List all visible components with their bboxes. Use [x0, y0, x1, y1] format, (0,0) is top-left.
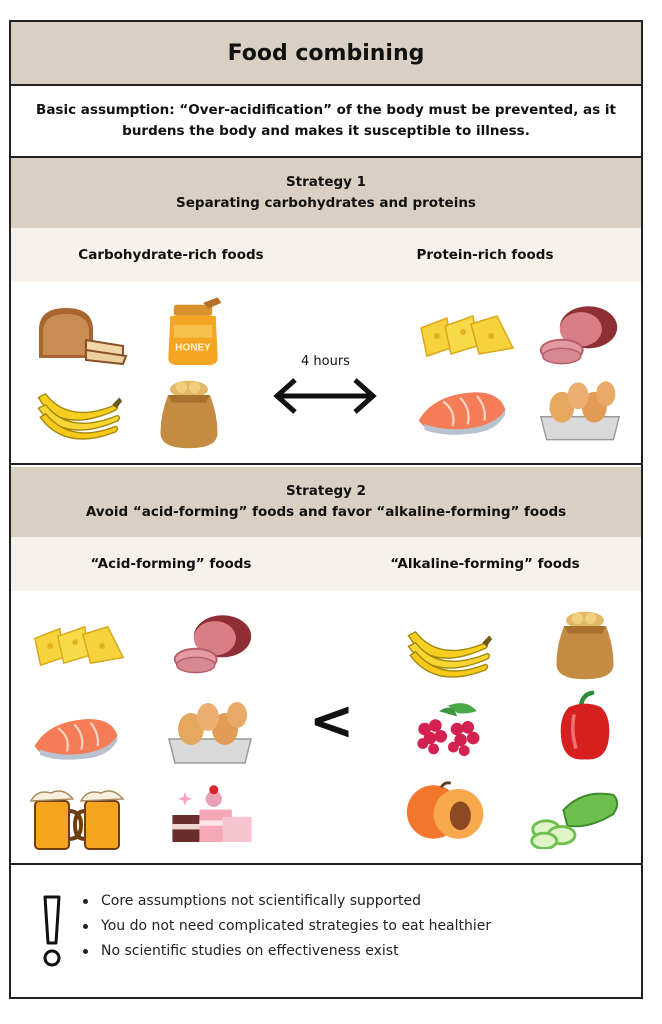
ham-icon [169, 609, 255, 677]
notes-list: Core assumptions not scientifically supp… [83, 889, 491, 964]
strategy-1-header: Strategy 1 Separating carbohydrates and … [11, 158, 641, 228]
cheese-icon [31, 621, 127, 669]
strategy-1-body: 4 hours [11, 282, 641, 465]
ham-icon [535, 300, 621, 368]
salmon-icon [415, 382, 509, 440]
protein-column-heading: Protein-rich foods [416, 247, 554, 263]
cucumber-icon [525, 781, 621, 849]
bananas-icon [33, 378, 123, 444]
exclamation-icon [43, 895, 61, 967]
carbohydrate-column-heading: Carbohydrate-rich foods [78, 247, 264, 263]
alkaline-forming-column-heading: “Alkaline-forming” foods [390, 556, 580, 572]
honey-jar-icon [161, 296, 225, 372]
note-item: No scientific studies on effectiveness e… [83, 939, 491, 964]
double-arrow-icon [273, 378, 377, 414]
potato-sack-icon [547, 607, 623, 683]
infographic-frame: Food combining Basic assumption: “Over-a… [9, 20, 643, 999]
eggs-icon [537, 378, 623, 446]
strategy-2-column-headers: “Acid-forming” foods “Alkaline-forming” … [11, 537, 641, 591]
strategy-1-subheading: Separating carbohydrates and proteins [176, 195, 476, 211]
time-gap-label: 4 hours [301, 354, 350, 369]
strategy-2-subheading: Avoid “acid-forming” foods and favor “al… [85, 504, 567, 520]
salmon-icon [31, 709, 121, 765]
potato-sack-icon [151, 376, 227, 452]
strategy-2-heading: Strategy 2 [285, 483, 367, 499]
strategy-1-heading: Strategy 1 [285, 174, 367, 190]
basic-assumption: Basic assumption: “Over-acidification” o… [11, 86, 641, 158]
note-item: You do not need complicated strategies t… [83, 914, 491, 939]
apricot-icon [403, 777, 489, 845]
red-pepper-icon [549, 689, 621, 765]
page-title: Food combining [11, 22, 641, 86]
raspberries-icon [403, 697, 493, 763]
beer-icon [29, 785, 129, 855]
strategy-2-body: < [11, 591, 641, 865]
bananas-icon [403, 617, 493, 681]
conclusion-box: Core assumptions not scientifically supp… [11, 865, 641, 999]
cheese-icon [417, 310, 517, 360]
strategy-1-column-headers: Carbohydrate-rich foods Protein-rich foo… [11, 228, 641, 282]
eggs-icon [165, 699, 255, 769]
cakes-icon [167, 777, 257, 853]
bread-icon [31, 300, 131, 370]
acid-forming-column-heading: “Acid-forming” foods [90, 556, 252, 572]
note-item: Core assumptions not scientifically supp… [83, 889, 491, 914]
strategy-2-header: Strategy 2 Avoid “acid-forming” foods an… [11, 467, 641, 537]
less-than-symbol: < [309, 689, 355, 752]
